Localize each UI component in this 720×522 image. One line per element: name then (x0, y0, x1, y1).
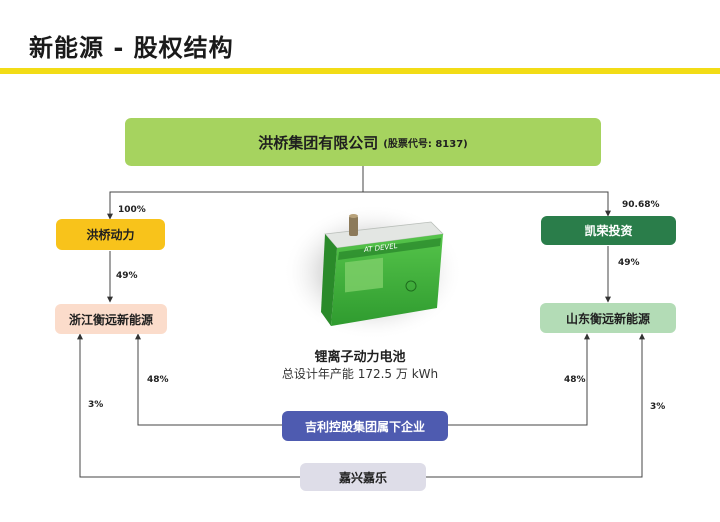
battery-terminal-cap (349, 214, 358, 218)
stake-parent-to-hongqiao: 100% (118, 205, 146, 215)
battery-illustration: AT DEVEL (283, 204, 463, 340)
stake-geely-to-shandong: 48% (564, 375, 586, 385)
battery-terminal (349, 216, 358, 236)
hongqiao-power-box: 洪桥动力 (56, 219, 165, 250)
battery-label-band (338, 238, 441, 260)
title-rule (0, 68, 720, 74)
jiaxing-to-zhejiang-line (77, 333, 300, 478)
parent-company-box: 洪桥集团有限公司 (股票代号: 8137) (125, 118, 601, 166)
battery-side-face (321, 234, 337, 326)
geely-to-zhejiang-line (135, 333, 282, 426)
battery-info-label (345, 257, 383, 293)
battery-capacity: 总设计年产能 172.5 万 kWh (281, 367, 439, 381)
stake-kairong-to-shandong: 49% (618, 258, 640, 268)
jiaxing-jiale-box: 嘉兴嘉乐 (300, 463, 426, 491)
stake-jiaxing-to-shandong: 3% (650, 402, 666, 412)
zhejiang-hengyuan-box: 浙江衡远新能源 (55, 304, 167, 334)
parent-trunk-line (107, 166, 364, 220)
geely-to-shandong-line (447, 333, 590, 426)
battery-label: 锂离子动力电池 (314, 350, 406, 365)
stake-jiaxing-to-zhejiang: 3% (88, 400, 104, 410)
parent-company-name: 洪桥集团有限公司 (258, 133, 379, 152)
jiaxing-to-shandong-line (426, 333, 645, 478)
recycle-icon (405, 280, 417, 292)
kairong-investment-box: 凯荣投资 (541, 216, 676, 245)
geely-affiliates-box: 吉利控股集团属下企业 (282, 411, 448, 441)
stake-geely-to-zhejiang: 48% (147, 375, 169, 385)
parent-stock-code: (股票代号: 8137) (383, 138, 468, 150)
shandong-hengyuan-box: 山东衡远新能源 (540, 303, 676, 333)
parent-to-kairong-line (363, 191, 611, 217)
stake-parent-to-kairong: 90.68% (622, 200, 660, 210)
page-title: 新能源 - 股权结构 (29, 34, 234, 62)
stake-hongqiao-to-zhejiang: 49% (116, 271, 138, 281)
